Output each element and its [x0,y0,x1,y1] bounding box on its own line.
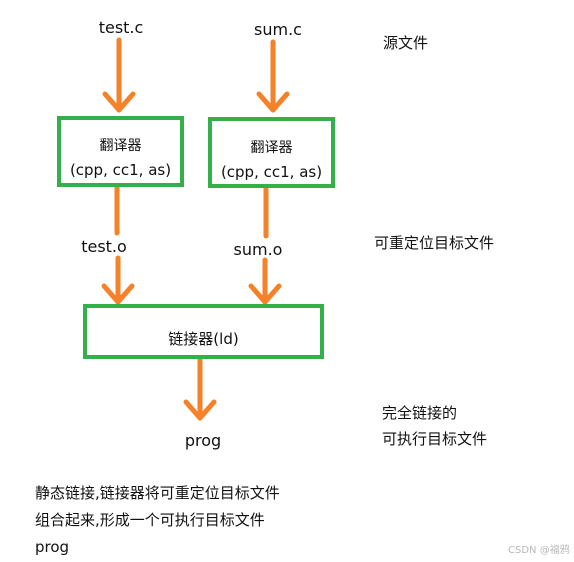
input-test-c: test.c [98,18,144,37]
translator-title: 翻译器 [250,140,293,156]
translator-title: 翻译器 [99,138,142,154]
note-line-3: prog [35,538,70,556]
arrow-sum-o-to-linker [248,257,282,305]
object-test-o: test.o [81,237,127,256]
arrow-linker-to-prog-head [183,399,217,421]
linker-box: 链接器(ld) [83,304,324,359]
translator-detail: (cpp, cc1, as) [220,163,323,181]
arrow-test-o-to-linker-head [101,283,135,305]
csdn-watermark: CSDN @福鸦 [508,545,570,556]
translator-box-left: 翻译器 (cpp, cc1, as) [57,116,184,187]
label-linked-line2: 可执行目标文件 [382,430,488,448]
translator-detail: (cpp, cc1, as) [69,161,172,179]
note-line-1: 静态链接,链接器将可重定位目标文件 [35,484,280,502]
arrow-sum-c-to-translator-head [256,91,290,113]
arrow-linker-to-prog [183,356,217,421]
arrow-sum-c-to-translator [256,39,290,113]
input-sum-c: sum.c [254,20,302,39]
object-sum-o: sum.o [233,240,283,259]
note-line-2: 组合起来,形成一个可执行目标文件 [35,511,265,529]
label-source-files: 源文件 [383,34,429,52]
translator-box-right: 翻译器 (cpp, cc1, as) [208,117,335,188]
label-relocatable-files: 可重定位目标文件 [374,234,495,252]
arrow-test-c-to-translator [102,37,136,113]
label-linked-line1: 完全链接的 [382,404,458,422]
arrow-test-c-to-translator-head [102,91,136,113]
linker-label: 链接器(ld) [168,330,239,348]
arrow-sum-o-to-linker-head [248,283,282,305]
arrow-test-o-to-linker [101,255,135,305]
output-prog: prog [184,431,222,450]
